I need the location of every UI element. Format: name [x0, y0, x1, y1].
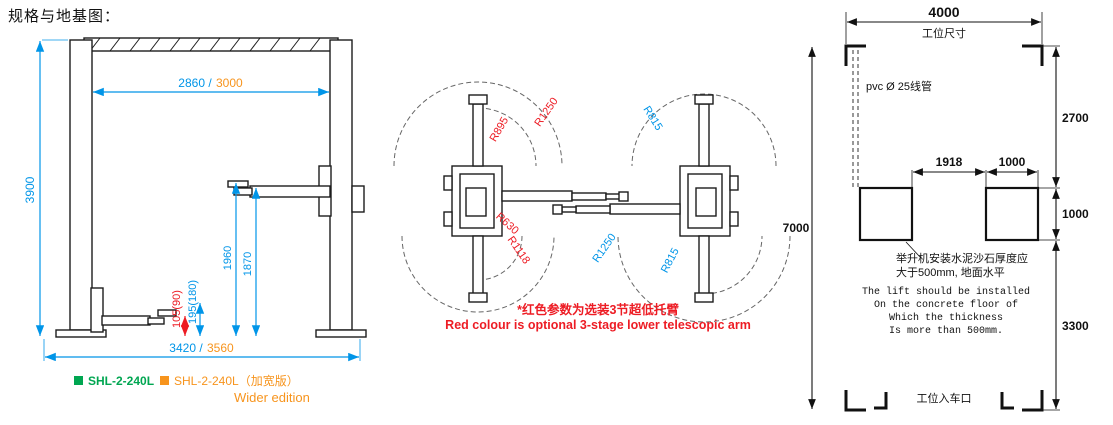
install-note-cn-2: 大于500mm, 地面水平 — [896, 265, 1005, 279]
found-dim-7000: 7000 — [783, 221, 810, 235]
foundation-plan-diagram: 4000 工位尺寸 7000 2700 1000 3300 1918 1000 — [783, 4, 1089, 412]
dim-base-sep: / — [199, 341, 203, 355]
foundation-dimensions: 4000 工位尺寸 7000 2700 1000 3300 1918 1000 — [783, 4, 1089, 411]
dim-height: 3900 — [23, 176, 37, 203]
dim-pad-optional: 105(90) — [171, 290, 183, 328]
pvc-conduit — [852, 50, 859, 188]
radius-r1118: R1118 — [505, 234, 532, 266]
dim-arm-1870: 1870 — [242, 252, 254, 276]
dim-pad-standard: 195(180) — [187, 280, 199, 324]
entrance-mark-right — [1000, 392, 1014, 410]
legend-wide-sub: Wider edition — [234, 390, 310, 405]
legend-wide-label: SHL-2-240L（加宽版） — [174, 373, 299, 388]
lowered-arm-pad — [157, 309, 177, 317]
found-dim-1918: 1918 — [936, 155, 963, 169]
arm-note-en: Red colour is optional 3-stage lower tel… — [445, 318, 751, 332]
column-foundations — [858, 186, 1040, 242]
radius-r1250-red: R1250 — [532, 96, 560, 129]
legend-wide-swatch — [160, 376, 169, 385]
dim-base-standard: 3420 — [169, 341, 196, 355]
radius-r1250-blue: R1250 — [590, 232, 618, 265]
note-leader — [905, 241, 921, 258]
lowered-arm — [101, 315, 151, 326]
swing-arcs — [393, 81, 791, 323]
page-title: 规格与地基图： — [8, 9, 121, 25]
front-view-dimensions: 2860 / 3000 3900 1960 1870 105(90) 195(1… — [23, 39, 361, 362]
power-unit — [351, 185, 365, 213]
left-arm-pad-top — [618, 191, 629, 202]
left-post — [69, 39, 93, 331]
bay-corner-brackets — [844, 44, 1044, 412]
left-column-foundation — [858, 186, 914, 242]
raised-arm-stage — [233, 187, 253, 196]
front-view-diagram: 2860 / 3000 3900 1960 1870 105(90) 195(1… — [23, 37, 367, 405]
lift-structure — [55, 37, 367, 338]
right-arm-pad-top — [552, 204, 563, 215]
top-view-posts — [443, 165, 739, 237]
install-note-en-2: On the concrete floor of — [874, 299, 1018, 311]
found-width-label: 工位尺寸 — [922, 26, 966, 40]
dim-width-wide: 3000 — [216, 76, 243, 90]
dim-width-sep: / — [208, 76, 212, 90]
found-dim-3300: 3300 — [1062, 319, 1089, 333]
found-dim-1000-width: 1000 — [999, 155, 1026, 169]
entrance-label: 工位入车口 — [917, 391, 972, 405]
radius-r815-top: R815 — [640, 104, 664, 133]
raised-arm-pad — [227, 180, 249, 188]
found-dim-4000: 4000 — [928, 4, 959, 20]
foundation-notes: pvc Ø 25线管 举升机安装水泥沙石厚度应 大于500mm, 地面水平 Th… — [862, 79, 1030, 405]
radius-r895: R895 — [488, 115, 512, 144]
right-base-plate — [315, 329, 367, 338]
pvc-label: pvc Ø 25线管 — [866, 79, 932, 93]
left-carriage — [90, 287, 104, 333]
dim-arm-1960: 1960 — [222, 246, 234, 270]
install-note-en-1: The lift should be installed — [862, 286, 1030, 298]
lowered-arm-stage — [147, 317, 165, 325]
found-dim-2700: 2700 — [1062, 111, 1089, 125]
left-base-plate — [55, 329, 107, 338]
legend-standard-label: SHL-2-240L — [88, 374, 154, 388]
crossbeam-hatch — [89, 37, 338, 52]
legend-standard-swatch — [74, 376, 83, 385]
install-note-en-3: Which the thickness — [889, 312, 1003, 324]
raised-arm — [249, 185, 331, 198]
top-view-diagram: R895 R1250 R815 R630 R1118 R1250 R815 *红… — [393, 81, 791, 332]
dim-base-wide: 3560 — [207, 341, 234, 355]
model-legend: SHL-2-240L SHL-2-240L（加宽版） Wider edition — [74, 373, 310, 405]
install-note-cn-1: 举升机安装水泥沙石厚度应 — [896, 251, 1028, 265]
top-view-arms — [468, 94, 714, 303]
radius-r815-bottom: R815 — [659, 246, 682, 275]
install-note-en-4: Is more than 500mm. — [889, 325, 1003, 337]
arm-note-cn: *红色参数为选装3节超低托臂 — [517, 302, 679, 317]
right-post — [329, 39, 353, 331]
right-column-foundation — [984, 186, 1040, 242]
entrance-mark-left — [874, 392, 888, 410]
found-dim-1000-height: 1000 — [1062, 207, 1089, 221]
dim-width-standard: 2860 — [178, 76, 205, 90]
